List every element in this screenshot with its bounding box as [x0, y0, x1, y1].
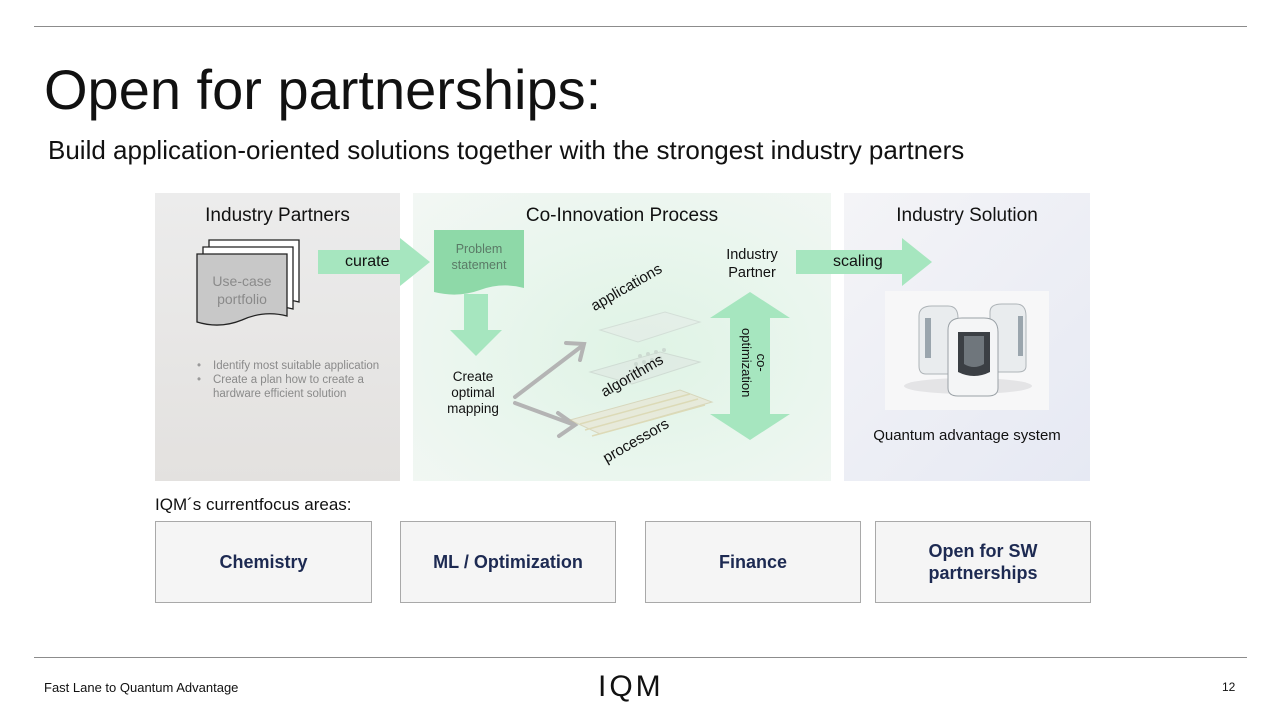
processor-layers-graphic — [568, 311, 714, 437]
mapping-line-3: mapping — [447, 401, 499, 416]
industry-solution-title: Industry Solution — [896, 205, 1038, 226]
industry-partner-label: Industry Partner — [718, 246, 786, 282]
co-optimization-arrow — [710, 292, 790, 440]
partner-line-2: Partner — [728, 265, 776, 281]
coopt-line-2: optimization — [739, 328, 754, 398]
create-optimal-mapping-label: Create optimal mapping — [440, 369, 506, 417]
bullet-item: Create a plan how to create a hardware e… — [195, 373, 395, 401]
problem-line-2: statement — [451, 258, 507, 272]
use-case-portfolio-icon — [196, 239, 300, 326]
use-case-line-2: portfolio — [217, 291, 267, 307]
curate-label: curate — [345, 253, 390, 270]
use-case-line-1: Use-case — [212, 273, 272, 289]
focus-area-sw-partnerships: Open for SW partnerships — [875, 521, 1091, 603]
focus-area-chemistry: Chemistry — [155, 521, 372, 603]
top-divider — [34, 26, 1247, 27]
mapping-fork-arrows — [513, 341, 587, 438]
footer-text: Fast Lane to Quantum Advantage — [44, 680, 239, 695]
bottom-divider — [34, 657, 1247, 658]
scaling-arrow — [796, 238, 932, 286]
focus-areas-label: IQM´s currentfocus areas: — [155, 495, 352, 514]
use-case-portfolio-label: Use-case portfolio — [197, 272, 287, 308]
focus-area-finance: Finance — [645, 521, 861, 603]
industry-partners-title: Industry Partners — [205, 205, 350, 226]
mapping-line-1: Create — [452, 369, 494, 384]
coopt-line-1: co- — [754, 353, 769, 372]
problem-line-1: Problem — [455, 242, 503, 256]
focus-area-ml-optimization: ML / Optimization — [400, 521, 616, 603]
quantum-advantage-system-label: Quantum advantage system — [873, 427, 1061, 444]
page-title: Open for partnerships: — [44, 58, 602, 121]
problem-statement-label: Problem statement — [434, 241, 524, 273]
curate-arrow — [318, 238, 430, 286]
partner-line-1: Industry — [726, 247, 778, 263]
bullet-item: Identify most suitable application — [195, 359, 395, 373]
quantum-system-image — [885, 291, 1049, 410]
page-number: 12 — [1222, 680, 1236, 694]
page-subtitle: Build application-oriented solutions tog… — [48, 135, 965, 165]
co-optimization-label: co- optimization — [739, 328, 769, 397]
industry-partners-bullets: Identify most suitable application Creat… — [195, 359, 395, 401]
co-innovation-title: Co-Innovation Process — [525, 205, 719, 226]
problem-statement-shape — [434, 230, 524, 295]
mapping-line-2: optimal — [451, 385, 495, 400]
iqm-logo: IQM — [598, 670, 664, 703]
down-arrow — [450, 294, 502, 356]
industry-partners-panel: Industry Partners — [155, 193, 400, 481]
scaling-label: scaling — [833, 253, 883, 270]
